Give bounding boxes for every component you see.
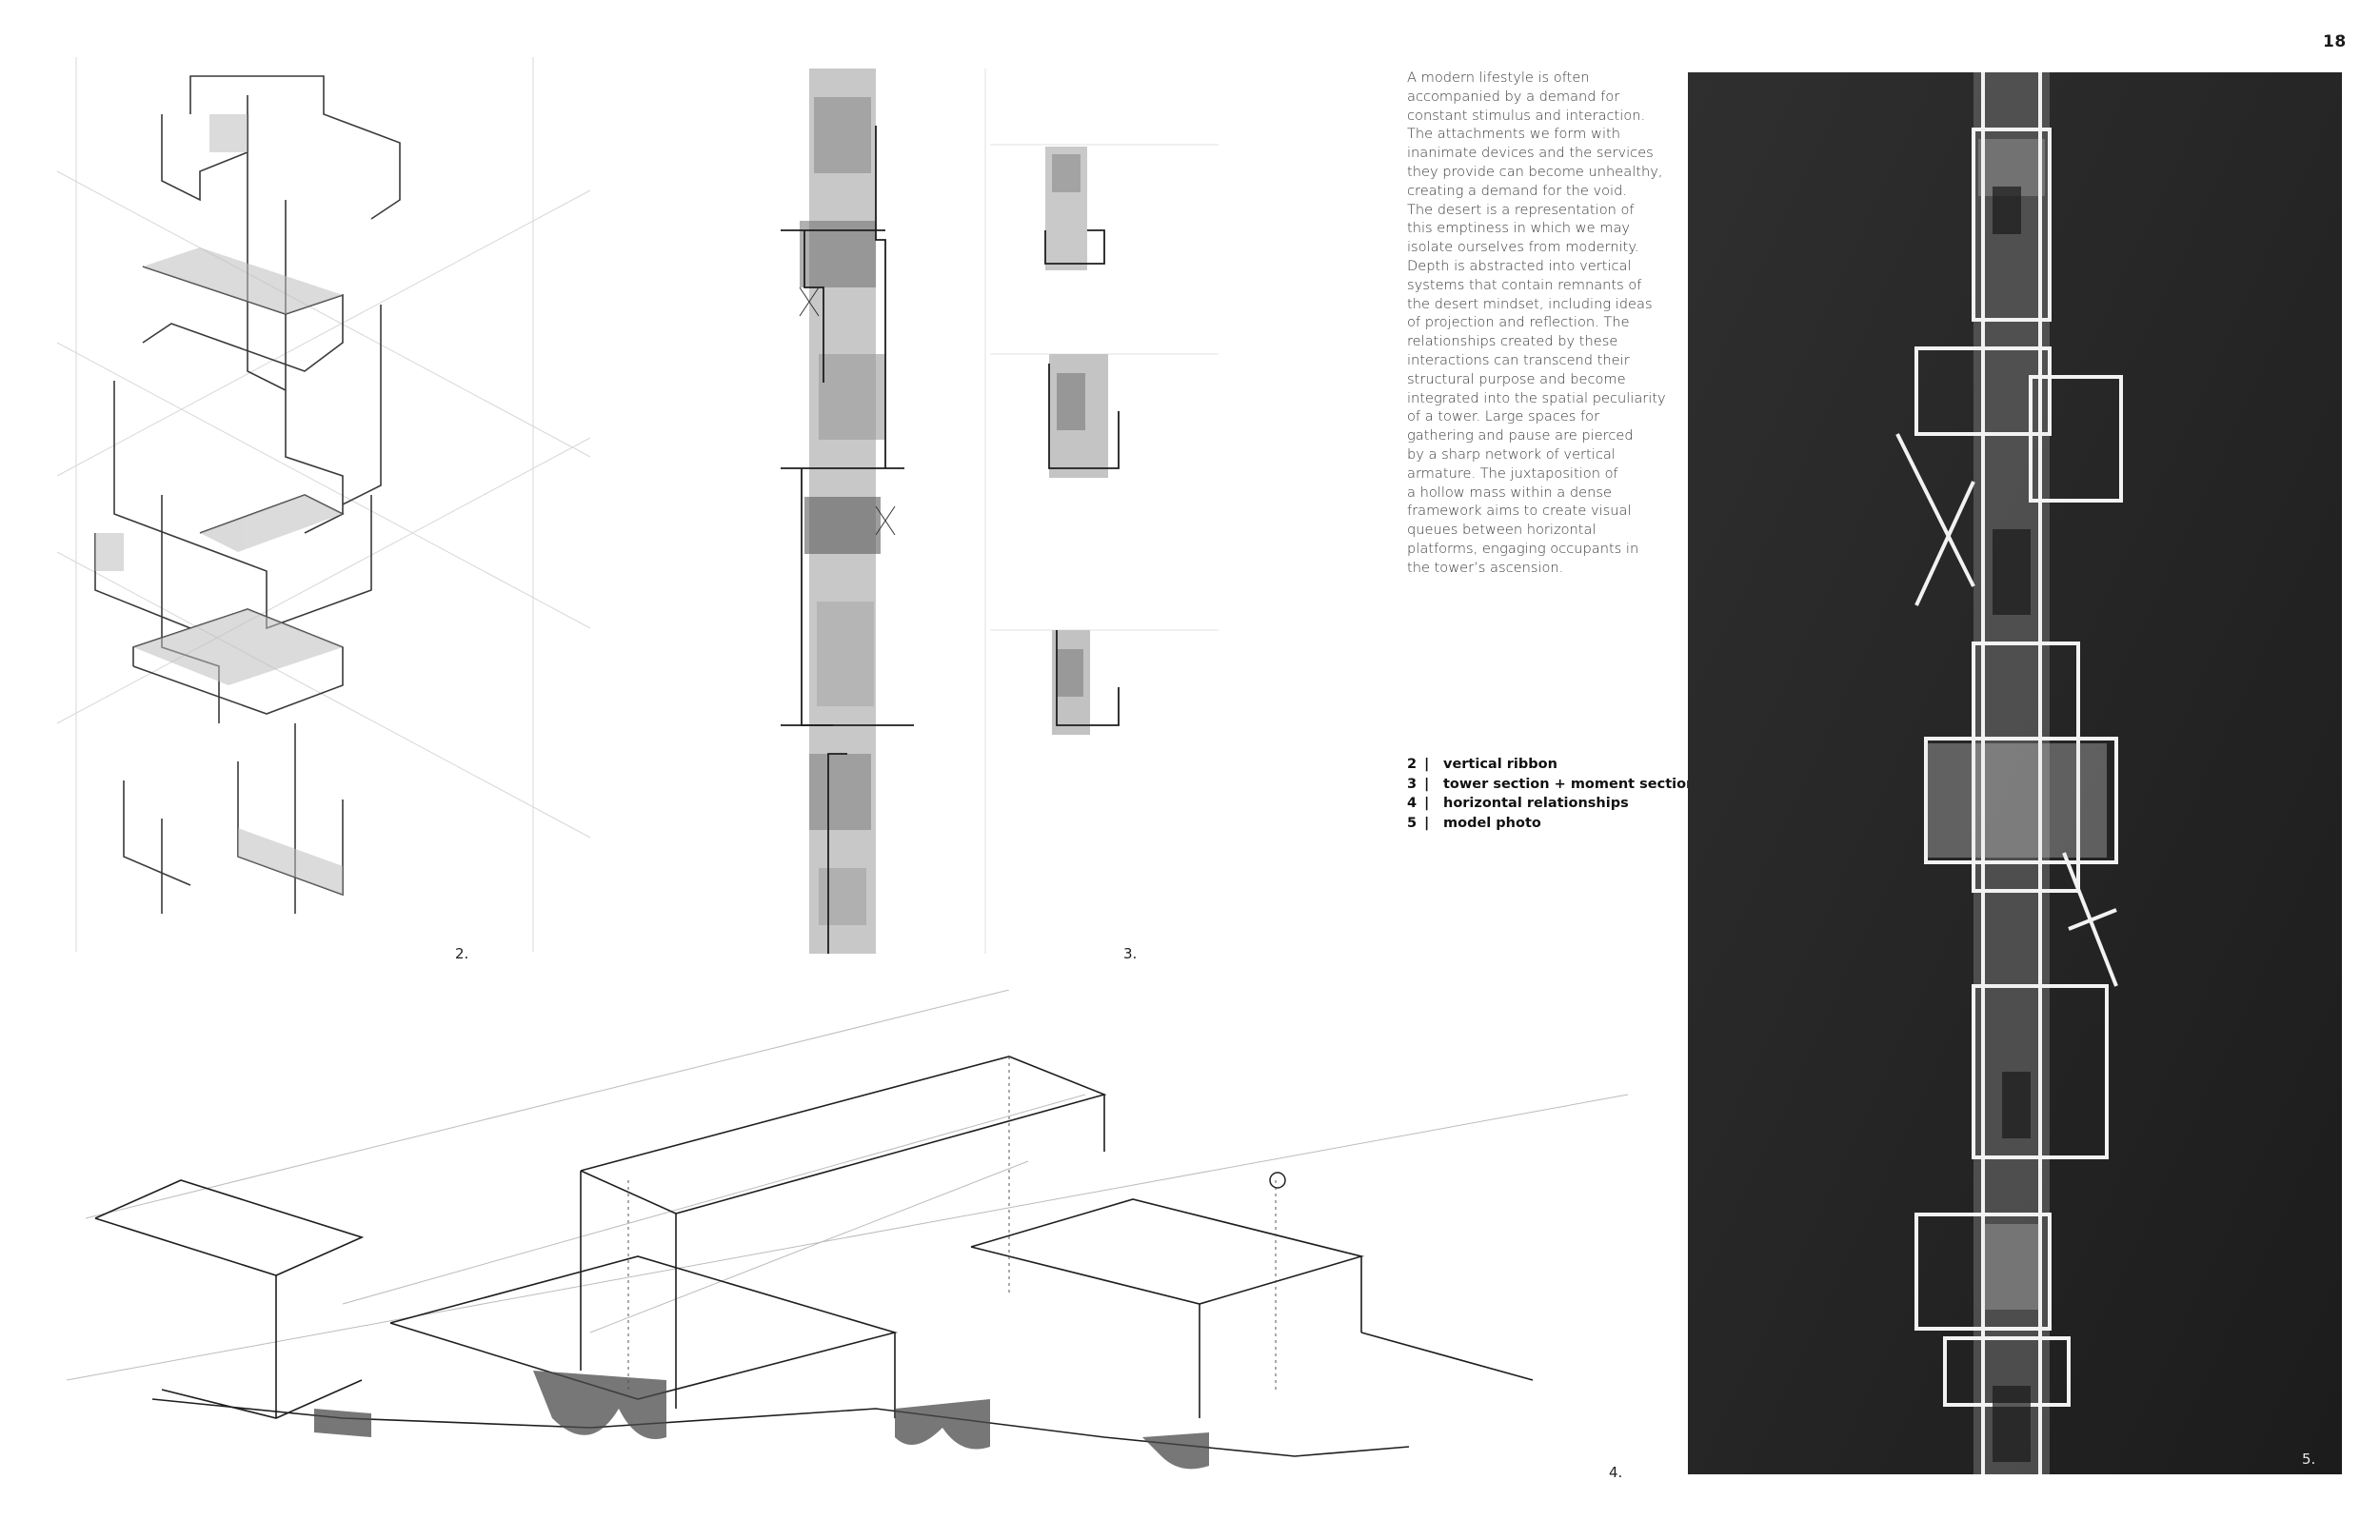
figure-3-caption: 3. [1123, 945, 1138, 962]
essay-paragraph: A modern lifestyle is often accompanied … [1407, 69, 1666, 576]
legend-number: 3 [1407, 776, 1418, 792]
legend-label: tower section + moment sections [1443, 776, 1705, 792]
figure-legend: 2 | vertical ribbon 3 | tower section + … [1407, 755, 1704, 833]
legend-separator: | [1424, 776, 1430, 792]
figure-2-vertical-ribbon-drawing [57, 57, 590, 952]
figure-4-caption: 4. [1609, 1464, 1623, 1481]
legend-row: 2 | vertical ribbon [1407, 755, 1704, 775]
legend-number: 4 [1407, 796, 1418, 811]
legend-separator: | [1424, 796, 1430, 811]
page-number: 18 [2323, 32, 2347, 51]
figure-3-tower-section-drawing [781, 69, 1219, 954]
legend-label: vertical ribbon [1443, 757, 1557, 772]
figure-5-model-photo: 5. [1688, 72, 2342, 1474]
figure-2-caption: 2. [455, 945, 469, 962]
legend-separator: | [1424, 757, 1430, 772]
model-photo-image [1688, 72, 2342, 1474]
legend-label: horizontal relationships [1443, 796, 1629, 811]
figure-5-caption: 5. [2302, 1451, 2316, 1468]
essay-text: A modern lifestyle is often accompanied … [1407, 69, 1693, 578]
figure-4-horizontal-relationships-drawing [66, 990, 1629, 1470]
legend-number: 2 [1407, 757, 1418, 772]
legend-row: 5 | model photo [1407, 814, 1704, 834]
legend-row: 4 | horizontal relationships [1407, 794, 1704, 814]
legend-row: 3 | tower section + moment sections [1407, 775, 1704, 795]
legend-separator: | [1424, 815, 1430, 831]
legend-label: model photo [1443, 815, 1541, 831]
legend-number: 5 [1407, 815, 1418, 831]
